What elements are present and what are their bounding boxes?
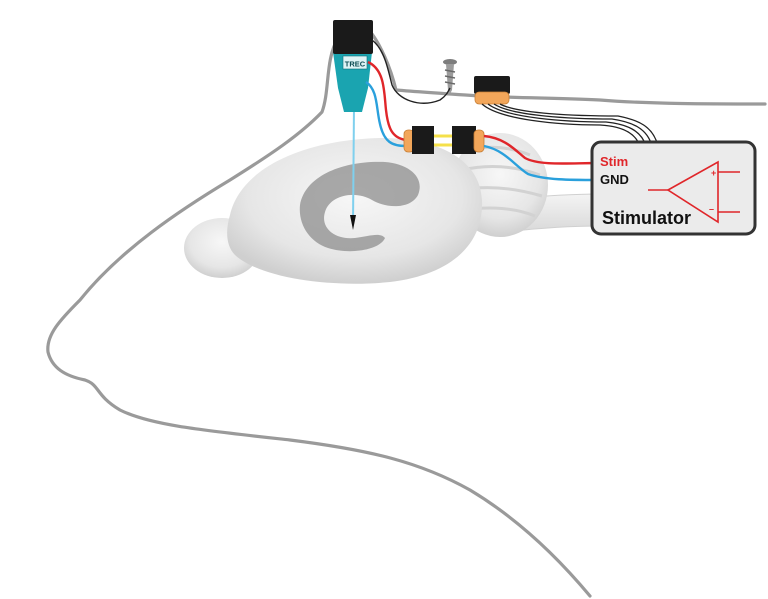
amplifier-symbol bbox=[648, 160, 740, 224]
ground-wire bbox=[371, 39, 451, 104]
headstage-cap bbox=[333, 20, 373, 54]
cerebellum-folds bbox=[459, 145, 543, 218]
recording-electrode bbox=[352, 104, 355, 226]
gnd-wire-box bbox=[483, 144, 599, 182]
head-connector bbox=[474, 76, 510, 105]
amp-minus: – bbox=[709, 204, 714, 214]
hippocampus bbox=[299, 161, 420, 252]
amp-plus: + bbox=[711, 168, 716, 178]
stim-wire-head bbox=[367, 60, 407, 142]
connector-wires bbox=[481, 103, 659, 147]
device-logo-box bbox=[342, 55, 368, 70]
inline-connector bbox=[403, 126, 485, 154]
stimulator-title: Stimulator bbox=[602, 208, 691, 228]
gnd-wire-head bbox=[365, 81, 407, 148]
device-label: TREC bbox=[345, 60, 366, 69]
skull-screw bbox=[443, 59, 457, 94]
stim-label: Stim bbox=[600, 154, 628, 169]
head-outline bbox=[46, 32, 767, 598]
electrode-tip bbox=[350, 215, 356, 230]
stim-wire-box bbox=[483, 134, 599, 165]
gnd-label: GND bbox=[600, 172, 629, 187]
cerebrum bbox=[227, 138, 483, 284]
